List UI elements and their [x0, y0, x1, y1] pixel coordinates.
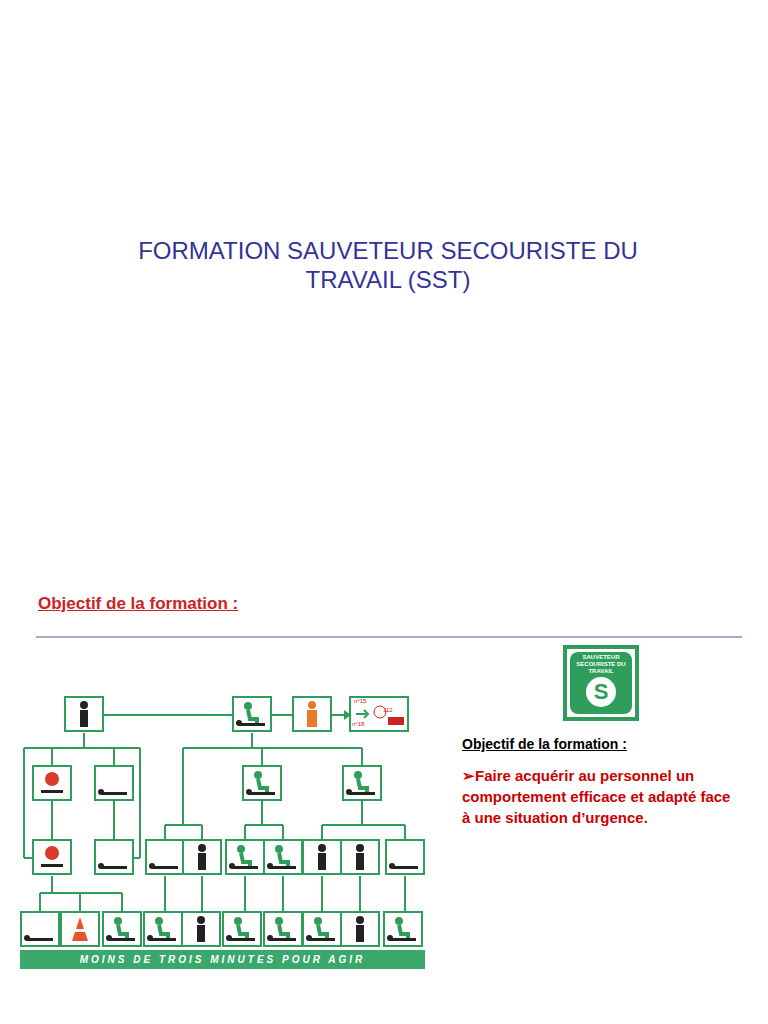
flow-line [51, 748, 53, 766]
logo-square: SAUVETEUR SECOURISTE DU TRAVAILS [570, 652, 632, 714]
pictogram-box [264, 912, 302, 946]
time-band: MOINS DE TROIS MINUTES POUR AGIR [20, 950, 425, 969]
flow-line [23, 748, 25, 858]
flow-line [164, 876, 166, 912]
page-title: FORMATION SAUVETEUR SECOURISTE DU TRAVAI… [133, 236, 643, 294]
flow-line [361, 748, 363, 766]
flow-line [271, 714, 293, 716]
flow-line [183, 747, 362, 749]
pictogram-box [226, 840, 264, 874]
logo-letter: S [586, 677, 616, 707]
phone-number: 112 [383, 707, 399, 714]
pictogram-box [95, 840, 133, 874]
flow-line [103, 714, 233, 716]
flow-line [321, 825, 323, 840]
flow-line [244, 825, 246, 840]
flow-line [165, 824, 202, 826]
logo-badge: SAUVETEUR SECOURISTE DU TRAVAILS [563, 645, 639, 721]
flow-line [244, 876, 246, 912]
pictogram-box [343, 766, 381, 800]
objective-text: ➢Faire acquérir au personnel un comporte… [462, 765, 740, 828]
flow-line [39, 893, 41, 912]
flow-line [404, 876, 406, 912]
flow-line [201, 825, 203, 840]
flow-line [201, 876, 203, 912]
flow-line [83, 733, 85, 748]
pictogram-box [144, 912, 182, 946]
pictogram-box [264, 840, 302, 874]
flow-line [251, 733, 253, 748]
flow-line [282, 876, 284, 912]
flow-line [182, 748, 184, 825]
pictogram-box [233, 697, 271, 731]
pictogram-box [303, 912, 341, 946]
section-heading: Objectif de la formation : [38, 594, 338, 614]
flow-line [51, 876, 53, 893]
band-text: MOINS DE TROIS MINUTES POUR AGIR [20, 950, 425, 969]
separator-line [36, 637, 742, 638]
logo-inner: SAUVETEUR SECOURISTE DU TRAVAILS [567, 649, 635, 717]
pictogram-box [103, 912, 141, 946]
pictogram-box [293, 697, 331, 731]
pictogram-box [350, 697, 408, 731]
flow-line [322, 824, 405, 826]
flow-line [361, 800, 363, 825]
pictogram-box [61, 912, 99, 946]
pictogram-box [183, 840, 221, 874]
pictogram-box [341, 912, 379, 946]
flow-line [261, 800, 263, 825]
phone-number: n°18 [352, 721, 376, 728]
pictogram-box [384, 912, 422, 946]
pictogram-box [243, 766, 281, 800]
flow-line [79, 893, 81, 912]
pictogram-box [386, 840, 424, 874]
pictogram-box [33, 840, 71, 874]
flow-line [51, 800, 53, 840]
pictogram-box [223, 912, 261, 946]
pictogram-box [65, 697, 103, 731]
phone-number: n°15 [354, 698, 378, 705]
flow-line [139, 748, 141, 858]
logo-text: SAUVETEUR SECOURISTE DU TRAVAIL [570, 654, 632, 675]
flow-line [359, 876, 361, 912]
flow-line [245, 824, 283, 826]
flow-line [121, 893, 123, 912]
flow-line [164, 825, 166, 840]
flow-line [113, 800, 115, 840]
flow-line [282, 825, 284, 840]
pictogram-box [182, 912, 220, 946]
flowchart-ground [18, 690, 426, 972]
flow-line [113, 748, 115, 766]
pictogram-box [21, 912, 59, 946]
pictogram-box [341, 840, 379, 874]
flow-line [24, 747, 140, 749]
pictogram-box [33, 766, 71, 800]
flow-line [404, 825, 406, 840]
pictogram-box [303, 840, 341, 874]
pictogram-box [146, 840, 184, 874]
pictogram-box [95, 766, 133, 800]
flow-line [331, 714, 346, 716]
flow-line [261, 748, 263, 766]
flow-line [321, 876, 323, 912]
flow-line [133, 857, 140, 859]
flow-line [24, 857, 33, 859]
objective-heading: Objectif de la formation : [462, 736, 742, 753]
